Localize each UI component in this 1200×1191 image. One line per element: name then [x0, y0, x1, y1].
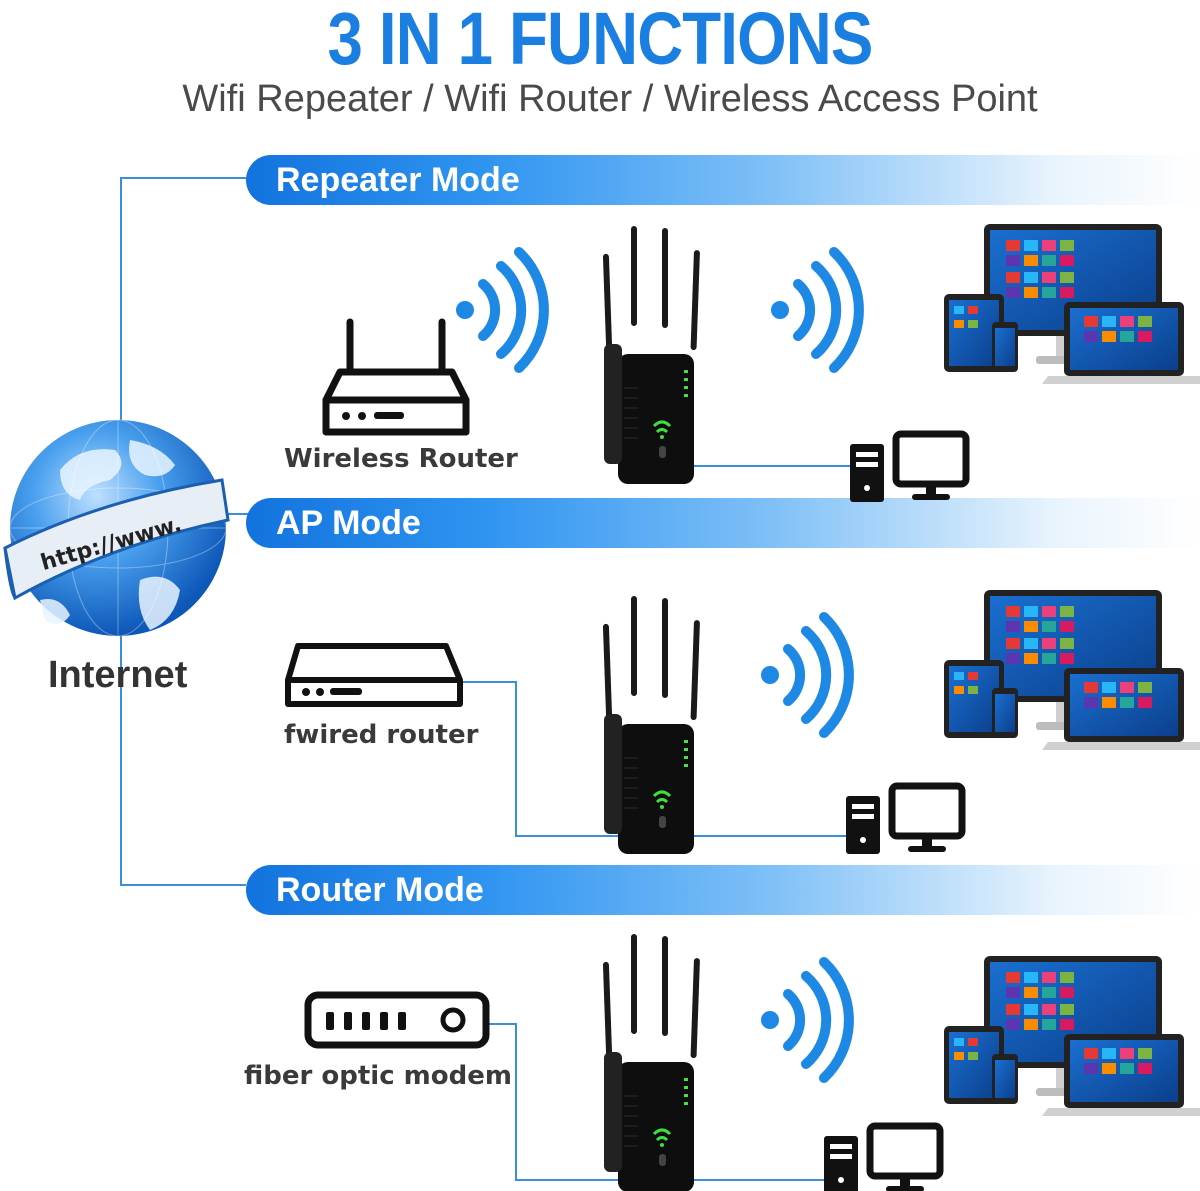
- line-internet-repeater: [120, 177, 246, 450]
- multi-device-icon-2: [944, 590, 1200, 750]
- page-subtitle: Wifi Repeater / Wifi Router / Wireless A…: [182, 78, 1038, 120]
- banner-label: AP Mode: [276, 504, 421, 542]
- source-label-2: fwired router: [284, 720, 479, 750]
- banner-ap-mode: AP Mode: [246, 498, 1200, 548]
- internet-label: Internet: [48, 654, 188, 696]
- banner-label: Repeater Mode: [276, 161, 520, 199]
- source-label-1: Wireless Router: [284, 444, 518, 474]
- source-label-3: fiber optic modem: [244, 1061, 512, 1091]
- line-internet-router: [120, 622, 246, 886]
- banner-label: Router Mode: [276, 871, 484, 909]
- banner-router-mode: Router Mode: [246, 865, 1200, 915]
- page-title: 3 IN 1 FUNCTIONS: [327, 0, 874, 80]
- banner-repeater-mode: Repeater Mode: [246, 155, 1200, 205]
- multi-device-icon-3: [944, 956, 1200, 1116]
- multi-device-icon-1: [944, 224, 1200, 384]
